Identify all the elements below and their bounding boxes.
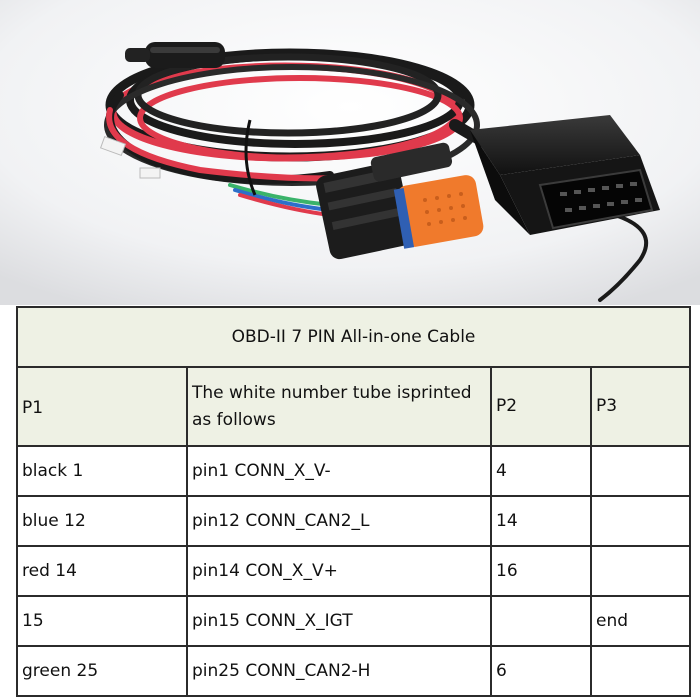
cell-tube: pin12 CONN_CAN2_L xyxy=(186,495,492,547)
header-p3: P3 xyxy=(589,366,692,447)
table-row: green 25 pin25 CONN_CAN2-H 6 xyxy=(16,645,692,697)
cell-p3: end xyxy=(589,595,692,647)
cell-p2 xyxy=(490,595,592,647)
cell-tube: pin25 CONN_CAN2-H xyxy=(186,645,492,697)
cell-p3 xyxy=(589,545,692,597)
cell-p3 xyxy=(589,445,692,497)
table-title: OBD-II 7 PIN All-in-one Cable xyxy=(15,306,692,368)
header-p2: P2 xyxy=(490,366,592,447)
cell-p1: blue 12 xyxy=(16,495,188,547)
header-p1: P1 xyxy=(16,366,188,447)
cable-illustration xyxy=(0,0,700,305)
header-white-tube: The white number tube isprinted as follo… xyxy=(186,366,492,447)
cell-p1: red 14 xyxy=(16,545,188,597)
cell-p2: 4 xyxy=(490,445,592,497)
cell-p1: green 25 xyxy=(16,645,188,697)
cell-p3 xyxy=(589,495,692,547)
cell-p2: 14 xyxy=(490,495,592,547)
cell-tube: pin1 CONN_X_V- xyxy=(186,445,492,497)
cell-tube: pin14 CON_X_V+ xyxy=(186,545,492,597)
table-header-row: P1 The white number tube isprinted as fo… xyxy=(16,366,692,447)
cell-tube: pin15 CONN_X_IGT xyxy=(186,595,492,647)
pinout-table: OBD-II 7 PIN All-in-one Cable P1 The whi… xyxy=(15,306,692,697)
product-photo xyxy=(0,0,700,305)
fuse-holder xyxy=(125,42,225,68)
cell-p1: black 1 xyxy=(16,445,188,497)
cell-p2: 6 xyxy=(490,645,592,697)
cell-p2: 16 xyxy=(490,545,592,597)
obd-connector xyxy=(470,115,660,235)
table-row: red 14 pin14 CON_X_V+ 16 xyxy=(16,545,692,597)
table-row: blue 12 pin12 CONN_CAN2_L 14 xyxy=(16,495,692,547)
table-row: 15 pin15 CONN_X_IGT end xyxy=(16,595,692,647)
table-row: black 1 pin1 CONN_X_V- 4 xyxy=(16,445,692,497)
cell-p1: 15 xyxy=(16,595,188,647)
cell-p3 xyxy=(589,645,692,697)
deutsch-connector xyxy=(316,142,484,260)
